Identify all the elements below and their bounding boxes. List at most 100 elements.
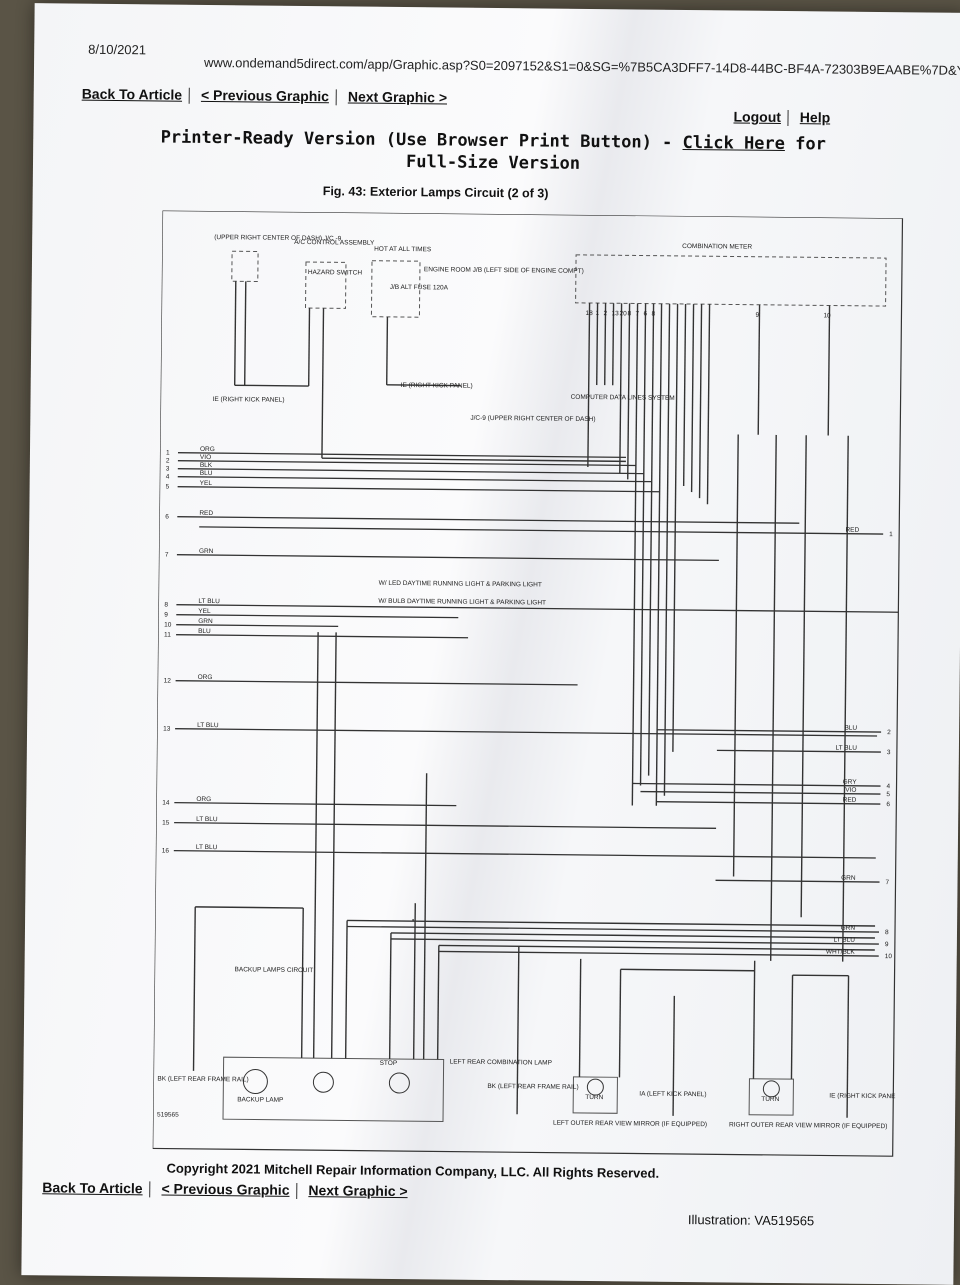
right-wire-color: RED (843, 797, 857, 804)
left-wire-number: 10 (164, 622, 172, 629)
stop-label: STOP (380, 1060, 398, 1067)
left-kick-label: IA (LEFT KICK PANEL) (639, 1091, 706, 1099)
left-wire-color: GRN (199, 548, 214, 555)
left-mirror-bulb (587, 1079, 603, 1095)
left-wire-color: LT BLU (198, 598, 220, 605)
jc9-lower-label: J/C-9 (UPPER RIGHT CENTER OF DASH) (470, 415, 595, 423)
left-wire-number: 7 (165, 552, 169, 559)
svg-text:7: 7 (635, 310, 639, 317)
ac-control-label: A/C CONTROL ASSEMBLY (294, 239, 375, 247)
next-graphic-link[interactable]: Next Graphic > (348, 88, 447, 105)
left-wire-number: 11 (164, 632, 171, 639)
left-wire-14 (174, 803, 456, 806)
left-wire-color: YEL (198, 608, 211, 615)
svg-text:20: 20 (619, 310, 627, 317)
left-wire-number: 4 (166, 474, 170, 481)
right-kick-label: IE (RIGHT KICK PANEL) (829, 1093, 901, 1101)
logout-link[interactable]: Logout (733, 108, 781, 124)
bk-left-rear-label: BK (LEFT REAR FRAME RAIL) (157, 1075, 248, 1083)
left-wire-3 (178, 469, 644, 474)
right-wire-color: VIO (845, 787, 856, 794)
left-rear-combo-label: LEFT REAR COMBINATION LAMP (450, 1059, 552, 1067)
left-wire-number: 8 (164, 602, 168, 609)
right-wire-color: BLU (844, 725, 857, 732)
combination-meter-box (576, 255, 886, 306)
ie-right-kick-left-label: IE (RIGHT KICK PANEL) (213, 396, 285, 404)
left-wire-color: LT BLU (196, 844, 218, 851)
left-wire-color: RED (199, 510, 213, 517)
stop-bulb (389, 1073, 409, 1093)
right-wire-color: GRN (841, 875, 856, 882)
right-wire-number: 8 (885, 929, 889, 936)
back-to-article-link[interactable]: Back To Article (82, 86, 183, 103)
left-wire-color: VIO (200, 454, 211, 461)
left-wire-color: BLK (200, 462, 213, 469)
right-wire-color: GRN (841, 925, 856, 932)
svg-text:6: 6 (643, 311, 647, 318)
left-wire-color: ORG (200, 446, 215, 453)
rear-lamps-box (223, 1057, 444, 1121)
left-wire-number: 2 (166, 458, 170, 465)
left-wire-number: 1 (166, 450, 170, 457)
right-wire-number: 1 (889, 531, 893, 538)
top-nav: Back To Article < Previous Graphic Next … (82, 86, 448, 107)
left-wire-16 (174, 851, 876, 858)
left-wire-9 (176, 615, 458, 618)
right-wire-color: RED (845, 527, 859, 534)
svg-text:1: 1 (595, 310, 599, 317)
engine-room-label: ENGINE ROOM J/B (LEFT SIDE OF ENGINE COM… (424, 266, 584, 275)
right-wire-number: 6 (886, 801, 890, 808)
right-wire-color: LT BLU (833, 937, 855, 944)
vertical-wires (193, 281, 882, 1118)
right-wire-number: 5 (886, 791, 890, 798)
right-wire-number: 7 (885, 879, 889, 886)
left-wire-number: 9 (164, 612, 168, 619)
full-size-link[interactable]: Click Here (682, 133, 785, 154)
left-wire-number: 3 (166, 466, 170, 473)
backup-circuit-label: BACKUP LAMPS CIRCUIT (235, 966, 314, 974)
right-wire-number: 3 (887, 749, 891, 756)
help-link[interactable]: Help (800, 109, 831, 125)
previous-graphic-link[interactable]: < Previous Graphic (201, 87, 329, 104)
left-wire-number: 13 (163, 726, 171, 733)
left-mirror-label: LEFT OUTER REAR VIEW MIRROR (IF EQUIPPED… (553, 1120, 707, 1129)
right-wire-9 (391, 939, 879, 944)
left-wire-7 (177, 555, 719, 561)
left-wire-color: GRN (198, 618, 213, 625)
printed-page: 8/10/2021 www.ondemand5direct.com/app/Gr… (21, 3, 960, 1285)
diagram-code: 519565 (157, 1111, 179, 1118)
left-wire-color: LT BLU (196, 816, 218, 823)
computer-data-label: COMPUTER DATA LINES SYSTEM (571, 394, 675, 402)
left-wire-number: 15 (162, 820, 170, 827)
left-wire-15 (174, 823, 716, 829)
right-wire-10 (439, 951, 879, 956)
left-wire-number: 6 (165, 514, 169, 521)
note-2: W/ BULB DAYTIME RUNNING LIGHT & PARKING … (378, 598, 546, 607)
left-wire-number: 16 (162, 848, 170, 855)
left-wire-13 (175, 729, 877, 736)
right-wire-8 (347, 926, 879, 932)
diagram-border (153, 211, 903, 1157)
right-wire-number: 2 (887, 729, 891, 736)
svg-text:8: 8 (627, 310, 631, 317)
left-mirror-turn-label: TURN (585, 1094, 603, 1101)
title-text-1: Printer-Ready Version (Use Browser Print… (161, 127, 683, 152)
figure-caption: Fig. 43: Exterior Lamps Circuit (2 of 3) (323, 184, 549, 200)
left-wire-color: BLU (198, 628, 211, 635)
right-wire-color: GRY (843, 779, 858, 786)
bottom-back-link[interactable]: Back To Article (42, 1179, 143, 1196)
left-wire-number: 12 (164, 678, 172, 685)
right-wire-color: WHT/BLK (826, 948, 856, 955)
illustration-id: Illustration: VA519565 (688, 1212, 814, 1228)
page-title: Printer-Ready Version (Use Browser Print… (143, 126, 843, 177)
print-date: 8/10/2021 (88, 42, 146, 58)
copyright: Copyright 2021 Mitchell Repair Informati… (166, 1161, 659, 1181)
bottom-prev-link[interactable]: < Previous Graphic (161, 1181, 289, 1198)
left-wire-color: ORG (198, 674, 213, 681)
bottom-next-link[interactable]: Next Graphic > (308, 1182, 407, 1199)
fuse-label: J/B ALT FUSE 120A (390, 284, 449, 292)
